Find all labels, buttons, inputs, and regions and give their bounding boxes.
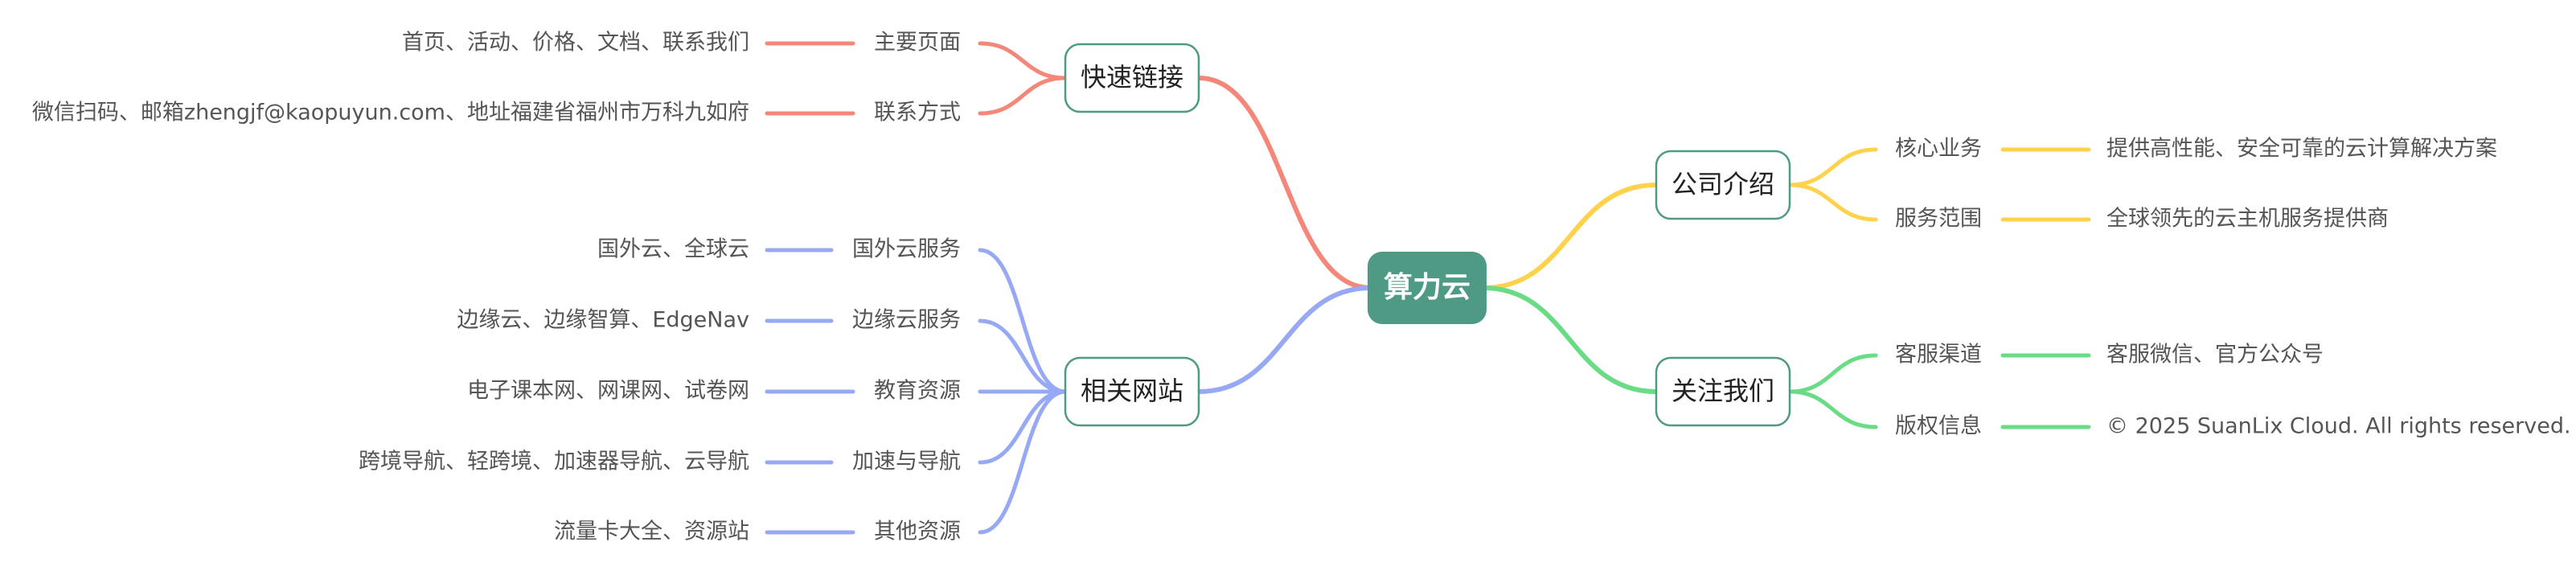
- leaf-core-business: 提供高性能、安全可靠的云计算解决方案: [2106, 137, 2497, 162]
- connector-quick-links-contact: [978, 76, 1068, 116]
- connector-root-related-sites: [1196, 285, 1373, 394]
- connector-layer: [765, 41, 2091, 535]
- label-service-channel: 客服渠道: [1895, 343, 1982, 368]
- leaf-overseas-cloud: 国外云、全球云: [597, 237, 749, 262]
- node-quick-links-box: [1064, 43, 1200, 113]
- leaf-service-scope: 全球领先的云主机服务提供商: [2106, 207, 2389, 232]
- connector-follow-us-copyright: [1787, 389, 1878, 429]
- label-service-scope: 服务范围: [1895, 207, 1982, 232]
- connector-root-follow-us: [1481, 285, 1659, 394]
- connector-related-sites-acceleration: [978, 389, 1068, 465]
- connector-related-sites-edge-cloud: [978, 318, 1068, 394]
- node-follow-us-box: [1655, 356, 1791, 427]
- label-main-pages: 主要页面: [874, 31, 961, 55]
- label-overseas-cloud: 国外云服务: [852, 237, 961, 262]
- node-company-intro-label: 公司介绍: [1672, 169, 1774, 199]
- connector-root-company-intro: [1481, 183, 1659, 290]
- leaf-edge-cloud: 边缘云、边缘智算、EdgeNav: [457, 308, 749, 333]
- node-related-sites-label: 相关网站: [1081, 376, 1183, 406]
- root-node-box: [1368, 252, 1487, 324]
- connector-follow-us-service-channel: [1787, 353, 1878, 394]
- leaf-acceleration: 跨境导航、轻跨境、加速器导航、云导航: [359, 450, 749, 474]
- node-quick-links-label: 快速链接: [1081, 62, 1183, 92]
- connector-company-intro-service-scope: [1787, 183, 1878, 222]
- connector-quick-links-main-pages: [978, 41, 1068, 80]
- node-company-intro-box: [1655, 150, 1791, 220]
- label-education: 教育资源: [874, 379, 961, 404]
- leaf-contact: 微信扫码、邮箱zhengjf@kaopuyun.com、地址福建省福州市万科九如…: [32, 101, 749, 125]
- root-node-label: 算力云: [1384, 271, 1471, 304]
- node-follow-us-label: 关注我们: [1672, 376, 1774, 406]
- label-edge-cloud: 边缘云服务: [852, 308, 961, 333]
- leaf-main-pages: 首页、活动、价格、文档、联系我们: [402, 31, 749, 55]
- label-copyright: 版权信息: [1895, 414, 1982, 439]
- label-other-resources: 其他资源: [874, 519, 961, 544]
- leaf-copyright: © 2025 SuanLix Cloud. All rights reserve…: [2106, 414, 2571, 439]
- label-contact: 联系方式: [874, 101, 961, 125]
- leaf-education: 电子课本网、网课网、试卷网: [467, 379, 749, 404]
- label-core-business: 核心业务: [1895, 137, 1982, 162]
- node-related-sites-box: [1064, 356, 1200, 427]
- connector-root-quick-links: [1196, 76, 1373, 290]
- connector-company-intro-core-business: [1787, 147, 1878, 187]
- connector-related-sites-other-resources: [978, 389, 1068, 535]
- leaf-service-channel: 客服微信、官方公众号: [2106, 343, 2324, 368]
- label-acceleration: 加速与导航: [852, 450, 961, 474]
- connector-related-sites-overseas-cloud: [978, 248, 1068, 394]
- leaf-other-resources: 流量卡大全、资源站: [554, 519, 749, 544]
